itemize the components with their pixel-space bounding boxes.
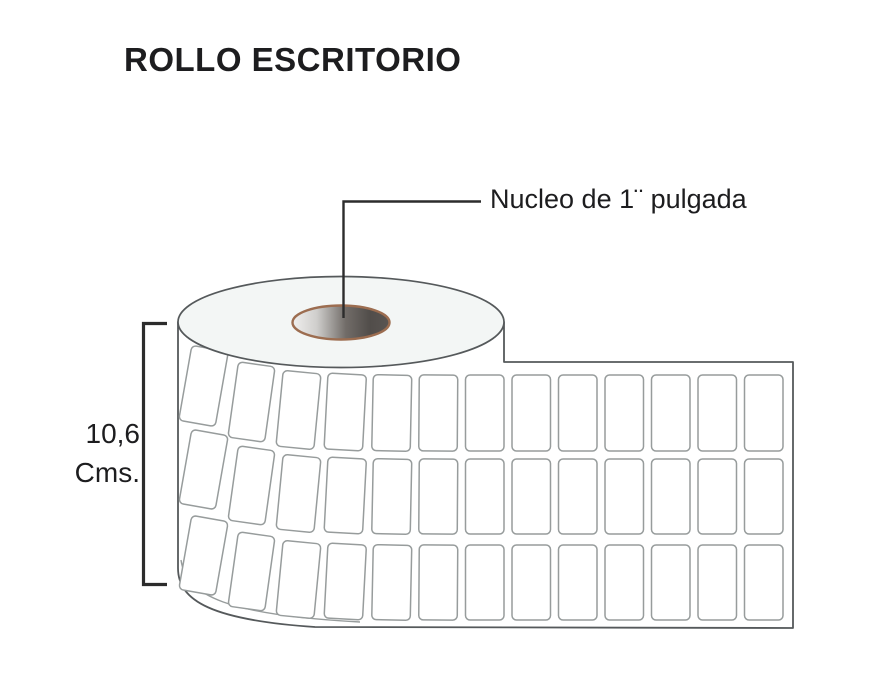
label-cell — [323, 372, 367, 452]
roll-core — [291, 304, 391, 341]
label-cell — [464, 458, 505, 535]
label-cell — [697, 374, 738, 452]
label-cell — [275, 370, 322, 450]
dimension-value: 10,6 — [85, 418, 141, 449]
diagram-title: ROLLO ESCRITORIO — [124, 41, 462, 78]
label-cell — [604, 374, 645, 452]
label-cell — [604, 458, 645, 535]
label-cell — [697, 458, 738, 535]
label-cell — [697, 544, 738, 621]
label-cell — [275, 540, 322, 619]
label-cell — [323, 542, 367, 621]
label-cell — [557, 544, 598, 621]
label-cell — [323, 456, 367, 535]
label-cell — [464, 374, 505, 452]
label-cell — [743, 458, 784, 535]
label-cell — [557, 458, 598, 535]
label-cell — [511, 544, 552, 621]
core-callout-label: Nucleo de 1¨ pulgada — [490, 184, 747, 214]
label-cell — [464, 544, 505, 621]
core-callout-line — [342, 200, 481, 318]
label-cell — [511, 374, 552, 452]
label-cell — [227, 361, 276, 443]
label-cell — [418, 544, 459, 621]
label-cell — [371, 457, 413, 536]
label-cell — [650, 458, 691, 535]
dimension-label: 10,6 Cms. — [50, 414, 140, 492]
label-cell — [371, 373, 413, 453]
label-cell — [604, 544, 645, 621]
label-cell — [743, 374, 784, 452]
label-cell — [650, 374, 691, 452]
labels-grid — [178, 345, 784, 622]
label-cell — [511, 458, 552, 535]
dimension-bracket — [141, 321, 167, 587]
label-cell — [227, 531, 276, 612]
label-cell — [178, 515, 229, 596]
dimension-unit: Cms. — [74, 457, 140, 488]
label-cell — [650, 544, 691, 621]
label-cell — [557, 374, 598, 452]
label-cell — [418, 374, 459, 452]
label-cell — [275, 454, 322, 533]
label-cell — [178, 429, 229, 510]
label-cell — [418, 458, 459, 535]
label-cell — [371, 543, 413, 622]
label-cell — [227, 445, 276, 526]
label-cell — [743, 544, 784, 621]
